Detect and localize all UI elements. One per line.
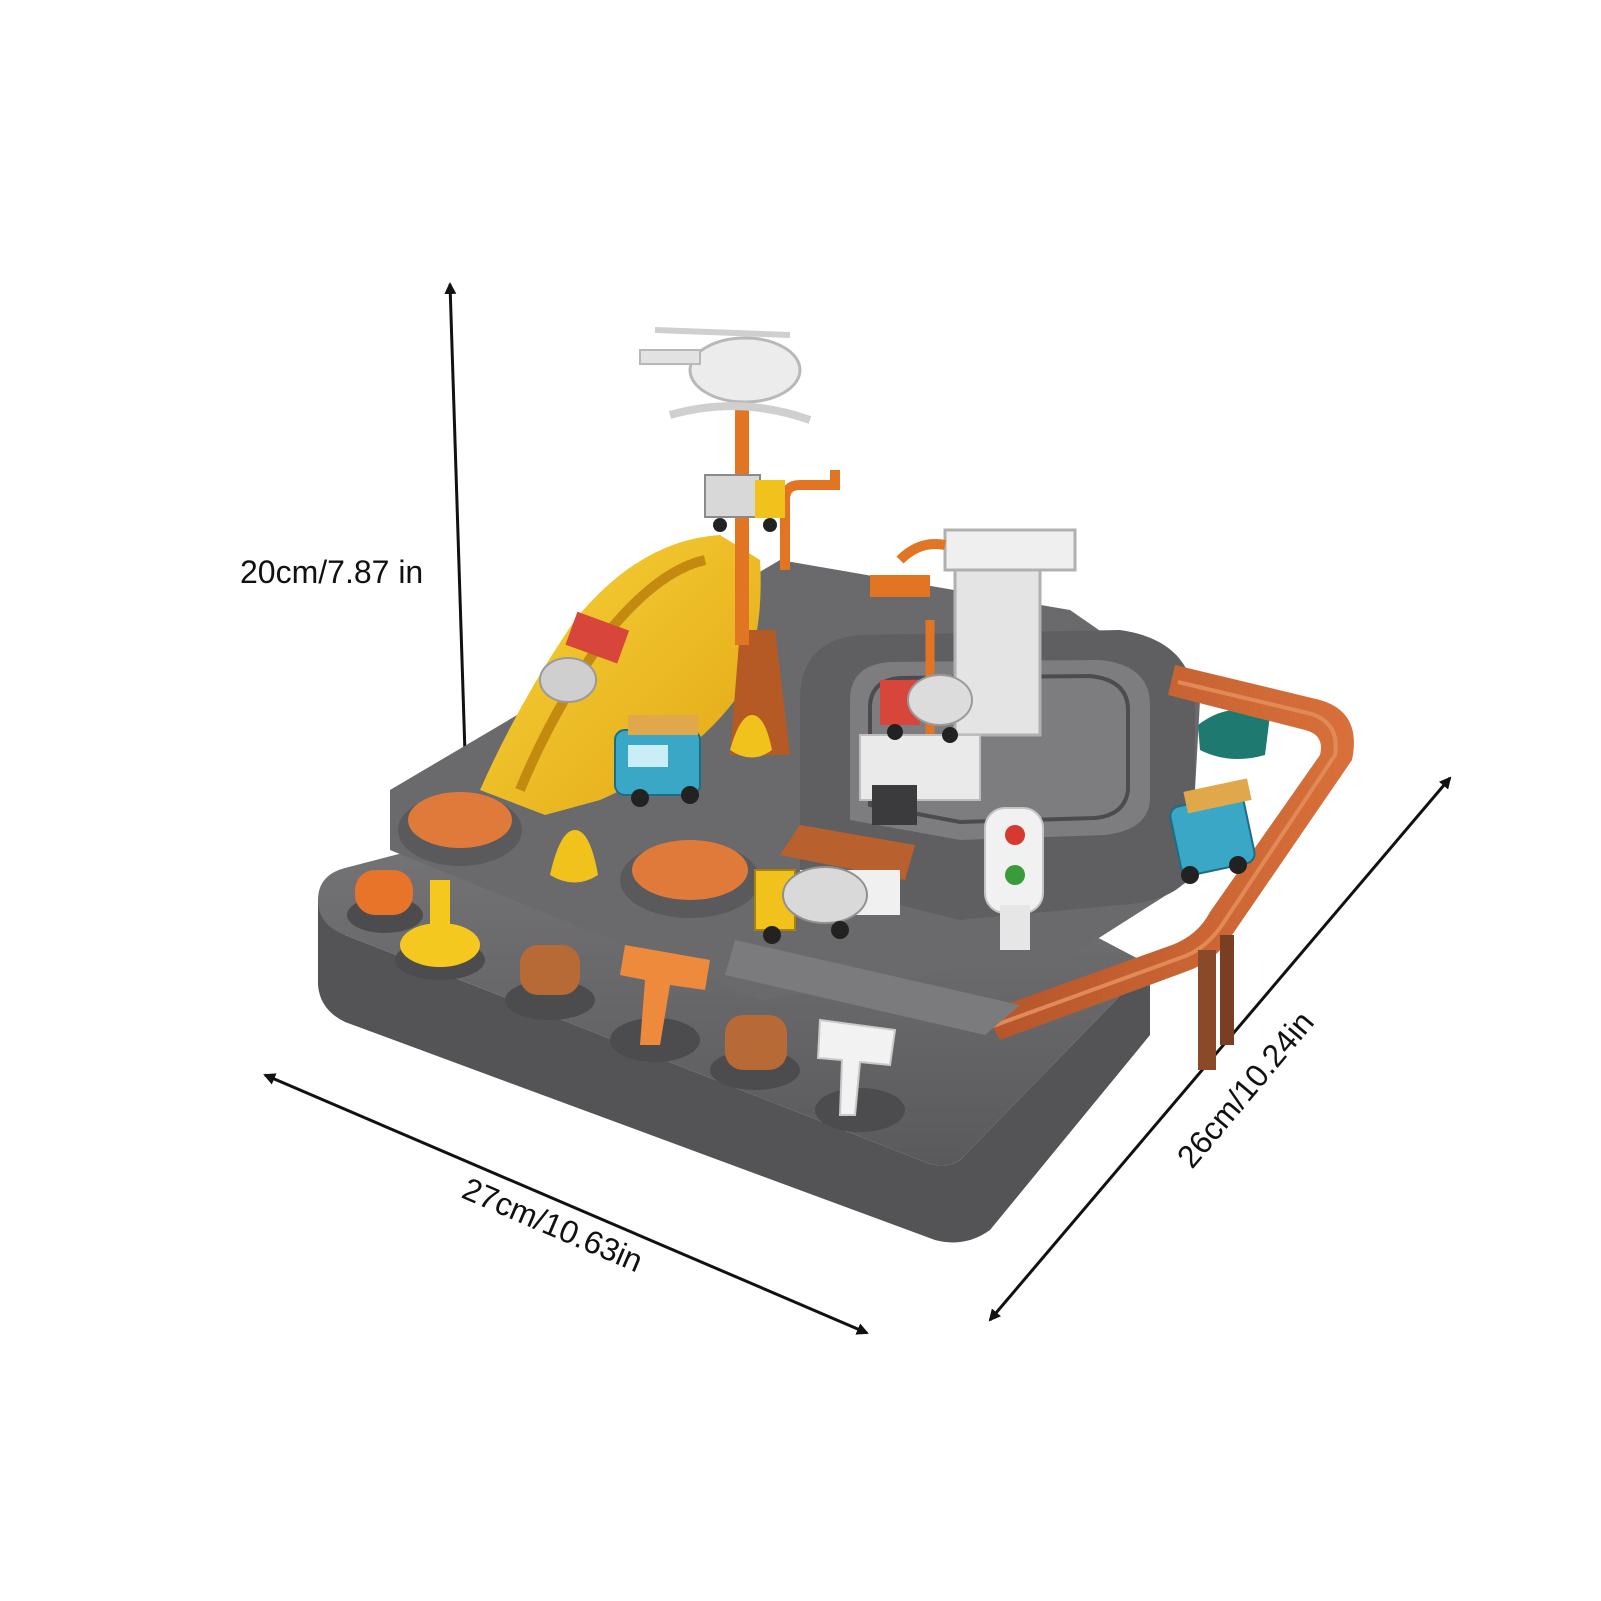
mixer-oval bbox=[880, 674, 973, 743]
truck-red-slide bbox=[565, 611, 630, 664]
helicopter bbox=[639, 327, 812, 424]
pad-center-top bbox=[632, 840, 748, 900]
crane-pipe-bend bbox=[780, 470, 840, 501]
bus-right bbox=[1169, 778, 1256, 884]
mixer-slide bbox=[539, 657, 597, 703]
helicopter-rotor bbox=[654, 327, 791, 338]
knob-orange-1 bbox=[355, 870, 413, 915]
crane-pipe bbox=[780, 495, 790, 570]
orange-track-rail bbox=[992, 680, 1338, 1028]
truck-top bbox=[704, 474, 785, 532]
crane-ladder bbox=[870, 575, 930, 597]
crane-orange-arm bbox=[896, 539, 946, 564]
height-label: 20cm/7.87 in bbox=[240, 554, 423, 590]
knob-brown-5 bbox=[725, 1015, 787, 1070]
traffic-light-green bbox=[1005, 865, 1025, 885]
depth-label: 26cm/10.24in bbox=[1170, 1004, 1321, 1174]
depth-arrow bbox=[988, 776, 1452, 1322]
crane-top bbox=[943, 528, 1077, 572]
bus-left bbox=[614, 715, 701, 807]
yellow-cone-1 bbox=[550, 830, 598, 883]
pad-left-top bbox=[408, 792, 512, 848]
yellow-cone-2 bbox=[730, 715, 772, 758]
helicopter-tail bbox=[639, 349, 701, 365]
traffic-light-pole bbox=[1000, 905, 1030, 950]
traffic-light bbox=[984, 807, 1044, 950]
base-plate-side bbox=[318, 900, 1150, 1243]
helicopter-skid bbox=[668, 402, 812, 424]
track-support-leg bbox=[1198, 950, 1216, 1070]
knob-base-6 bbox=[815, 1088, 905, 1132]
height-dimension: 20cm/7.87 in bbox=[240, 282, 472, 787]
vehicles bbox=[539, 474, 1256, 944]
helicopter-pole bbox=[735, 395, 749, 645]
knob-brown-3 bbox=[520, 945, 580, 995]
orange-side-track bbox=[985, 665, 1354, 1040]
brown-roof bbox=[780, 825, 915, 880]
control-knobs bbox=[347, 870, 905, 1132]
front-lane bbox=[725, 940, 1020, 1035]
tanker-truck bbox=[754, 866, 868, 944]
knob-yellow-2 bbox=[400, 923, 480, 967]
track-support-leg-2 bbox=[1220, 935, 1234, 1045]
height-arrow bbox=[444, 282, 472, 787]
traffic-light-body bbox=[984, 807, 1044, 914]
knob-lever-4 bbox=[620, 945, 710, 1045]
garage-opening bbox=[872, 785, 917, 825]
knob-lever-6 bbox=[816, 1018, 897, 1116]
helicopter-body bbox=[688, 336, 802, 404]
width-arrow bbox=[263, 1073, 869, 1335]
traffic-light-red bbox=[1005, 825, 1025, 845]
playset bbox=[318, 327, 1354, 1243]
knob-yellow-stem bbox=[430, 880, 450, 940]
teal-pit bbox=[1198, 709, 1270, 759]
width-label: 27cm/10.63in bbox=[457, 1170, 648, 1279]
